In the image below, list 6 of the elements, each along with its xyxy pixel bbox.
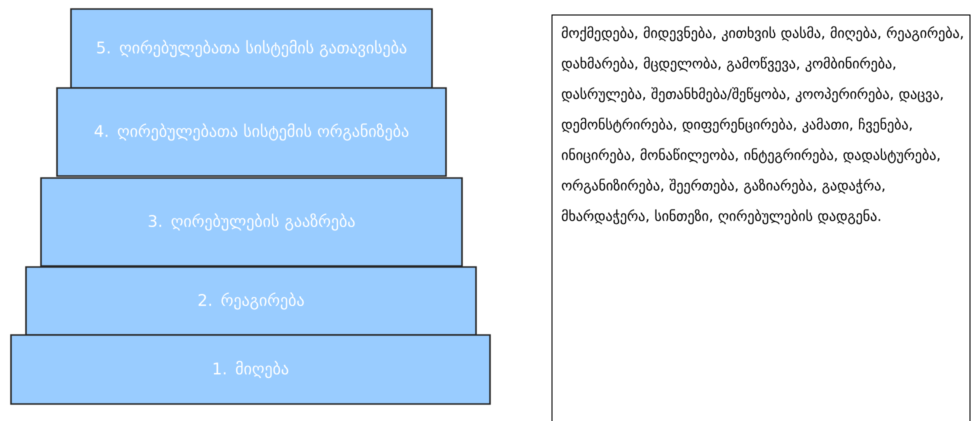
step-box: 3. ღირებულების გააზრება <box>40 177 463 267</box>
step-box: 1. მიღება <box>10 334 491 405</box>
step-box: 5. ღირებულებათა სისტემის გათავისება <box>70 8 433 89</box>
text-panel: მოქმედება, მიდევნება, კითხვის დასმა, მიღება, რეაგირება, დახმარება, მცდელობა, გამოწვევა, კომბინირება, დასრულება, შეთანხმება/შეწყობა, კოოპერირება, დაცვა, დემონსტრირება, დიფერენცირება, კამათი, ჩვენება, ინიცირება, მონაწილეობა, ინტეგრირება, დადასტურება, ორგანიზირება, შეერთება, გაზიარება, გადაჭრა, მხარდაჭერა, სინთეზი, ღირებულების დადგენა. <box>552 14 970 421</box>
step-box: 2. რეაგირება <box>25 266 477 336</box>
step-box: 4. ღირებულებათა სისტემის ორგანიზება <box>56 87 447 177</box>
